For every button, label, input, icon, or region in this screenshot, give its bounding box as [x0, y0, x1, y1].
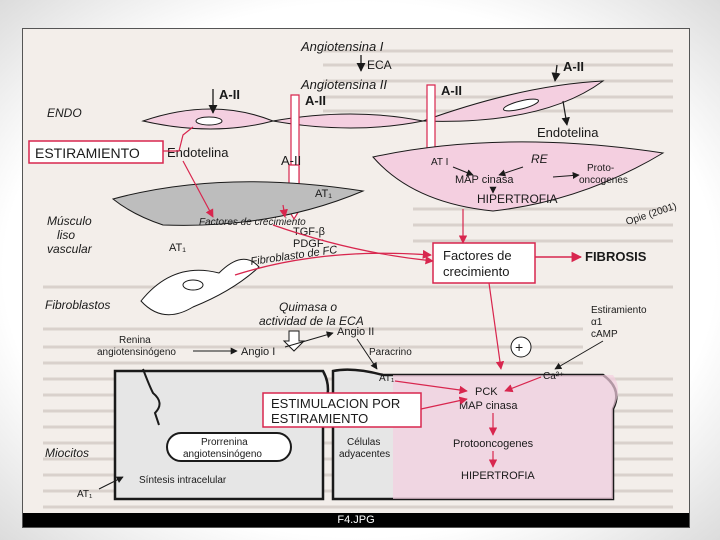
smooth-muscle-label-1: Músculo [47, 214, 92, 228]
tgf-label: TGF-β [293, 226, 325, 238]
pdgf-label: PDGF [293, 238, 324, 250]
renin-label-2: angiotensinógeno [97, 347, 176, 358]
endothelin-to-gf-arrow [182, 160, 214, 218]
ace-label: ECA [367, 58, 392, 72]
nucleus-right [503, 98, 539, 112]
endothelin-arrow-right [561, 100, 570, 126]
fibroblast-nucleus [182, 279, 204, 291]
at1-bottom-label: AT₁ [77, 489, 93, 500]
a2-label-far-right: A-II [563, 59, 584, 74]
re-label: RE [531, 152, 549, 166]
gf-to-pck-arrow [488, 282, 505, 370]
stretch-to-ca-arrow [554, 340, 604, 370]
angio-i-to-ii-arrow [284, 331, 334, 348]
ca-label: Ca²⁺ [543, 371, 564, 382]
stretch-box-text: ESTIRAMIENTO [35, 145, 140, 161]
protooncogenes-myocyte-label: Protooncogenes [453, 438, 534, 450]
map-kinase-label: MAP cinasa [455, 174, 514, 186]
stretch-stimulation-box [262, 392, 422, 428]
plus-circle [510, 336, 532, 358]
myocytes-label: Miocitos [45, 446, 89, 460]
angio-ii-label: Angio II [337, 326, 374, 338]
hypertrophy-top-label: HIPERTROFIA [477, 192, 557, 206]
at1-to-gf-arrow [279, 204, 288, 218]
intracellular-synthesis-label: Síntesis intracelular [139, 475, 227, 486]
endothelin-right-label: Endotelina [537, 125, 599, 140]
endothelin-left-label: Endotelina [167, 145, 229, 160]
renin-vesicle [142, 368, 161, 426]
hypertrophy-bottom-label: HIPERTROFIA [461, 470, 535, 482]
a2-small-label: A-II [281, 153, 301, 168]
nucleus-left [195, 116, 223, 126]
stretch-stimulation-text-2: ESTIRAMIENTO [271, 411, 368, 426]
growth-factors-box-text-1: Factores de [443, 248, 512, 263]
paracrine-label: Paracrino [369, 347, 412, 358]
at1-smooth-label: AT₁ [315, 188, 332, 200]
protooncogenes-label-1: Proto- [587, 163, 614, 174]
endothelial-cell-right [422, 80, 605, 122]
growth-factors-small-label: Factores de crecimiento [199, 217, 306, 228]
angiotensin-ii-label: Angiotensina II [300, 77, 387, 92]
re-to-map-arrow [498, 166, 524, 177]
fibroblasts-label: Fibroblastos [45, 298, 110, 312]
stretch-to-pck-arrow [420, 396, 468, 410]
chymase-label-1: Quimasa o [279, 300, 337, 314]
map-to-proto-arrow [552, 171, 580, 179]
prorenin-label-1: Prorrenina [201, 437, 248, 448]
at1-bottom-arrow [98, 476, 124, 490]
angio-i-label: Angio I [241, 346, 275, 358]
paracrine-arrow [356, 338, 378, 370]
adjacent-cells-label-2: adyacentes [339, 449, 390, 460]
alpha1-label: α1 [591, 317, 603, 328]
image-caption: F4.JPG [23, 513, 689, 527]
fibroblast-to-gf-arrow [234, 249, 432, 276]
smooth-muscle-label-3: vascular [47, 242, 93, 256]
ca-to-pck-arrow [504, 376, 542, 393]
prorenin-label-2: angiotensinógeno [183, 449, 262, 460]
plus-sign: + [515, 339, 523, 355]
fibrosis-label: FIBROSIS [585, 249, 647, 264]
growth-factors-box-text-2: crecimiento [443, 264, 509, 279]
a2-arrow-far-right [551, 64, 561, 82]
growth-factors-box [432, 242, 536, 284]
smooth-muscle-label-2: liso [57, 228, 75, 242]
pck-label: PCK [475, 386, 498, 398]
adjacent-cells-label-1: Células [347, 437, 380, 448]
stretch-to-endo-line [163, 126, 194, 152]
protooncogenes-label-2: oncogenes [579, 175, 628, 186]
a2-label-right: A-II [441, 83, 462, 98]
stretch-label: Estiramiento [591, 305, 647, 316]
a2-label-left: A-II [219, 87, 240, 102]
a2-label-mid: A-II [305, 93, 326, 108]
figure-image: Angiotensina I ECA Angiotensina II ENDO … [22, 28, 690, 528]
map-kinase-myocyte-label: MAP cinasa [459, 400, 518, 412]
endo-label: ENDO [47, 106, 82, 120]
stretch-stimulation-text-1: ESTIMULACION POR [271, 396, 400, 411]
angiotensin-pathway-diagram: Angiotensina I ECA Angiotensina II ENDO … [28, 39, 678, 509]
at1-myocyte-label: AT₁ [379, 373, 395, 384]
hypertrophy-cell [372, 141, 665, 212]
at1-to-pck-arrow [394, 380, 468, 395]
prorenin-capsule [166, 432, 292, 462]
at1-fibroblast-label: AT₁ [169, 242, 186, 254]
stretch-box [28, 140, 164, 164]
renin-label-1: Renina [119, 335, 151, 346]
camp-label: cAMP [591, 329, 618, 340]
smooth-to-gf-arrow [272, 224, 434, 265]
at1-roman-label: AT I [431, 157, 448, 168]
angiotensin-i-label: Angiotensina I [300, 39, 384, 54]
smooth-muscle-cell [111, 181, 365, 226]
chymase-label-2: actividad de la ECA [259, 314, 364, 328]
myocyte-right-pink [393, 375, 618, 499]
at1-to-map-arrow [452, 166, 474, 176]
